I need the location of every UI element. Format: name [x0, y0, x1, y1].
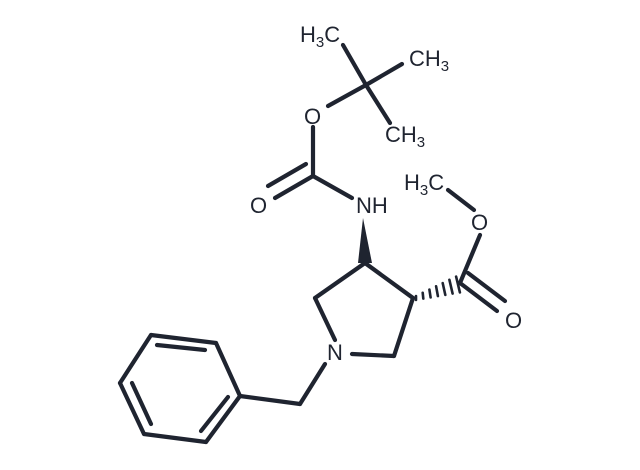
bond-ring-c3-c2	[391, 295, 416, 359]
label-ch3-top: H3C	[300, 22, 340, 51]
bond-ring-c4-c3	[362, 260, 416, 301]
bond-tbu-c-ch3-lower	[363, 82, 393, 126]
label-nh: NH	[356, 193, 388, 218]
bond-carbonyl-double-a	[272, 173, 316, 201]
bond-tbu-c-o	[325, 82, 369, 109]
bond-n-ch2	[297, 361, 328, 407]
bond-ring-c5-c4	[312, 260, 368, 301]
bond-carbonyl-nh	[310, 173, 355, 201]
label-o-ester: O	[471, 210, 488, 235]
label-ch3-lower: CH3	[385, 122, 425, 151]
bond-carbonyl-double-b	[265, 161, 309, 189]
bond-tbu-c-ch3-top	[340, 42, 369, 88]
bond-ring-c2-n	[349, 351, 397, 359]
label-o-boc: O	[304, 104, 321, 129]
bond-o-methyl	[445, 187, 477, 213]
label-o-carbonyl-ester: O	[505, 308, 522, 333]
wedge-bond-nh	[358, 218, 372, 263]
label-ester-methyl: H3C	[404, 170, 444, 199]
bond-tbu-c-ch3-right	[363, 61, 405, 88]
bond-ester-double-b	[465, 270, 508, 304]
bond-ring-n-c5	[312, 295, 338, 343]
label-ch3-right: CH3	[409, 46, 449, 75]
bond-ch2-phenyl	[237, 393, 303, 407]
bond-ester-c-o	[457, 232, 483, 286]
hashed-bond-ester	[414, 275, 462, 302]
label-n-ring: N	[327, 340, 343, 365]
benzene-ring	[117, 332, 243, 445]
bond-ester-double-a	[457, 280, 500, 314]
label-o-carbonyl-boc: O	[250, 193, 267, 218]
